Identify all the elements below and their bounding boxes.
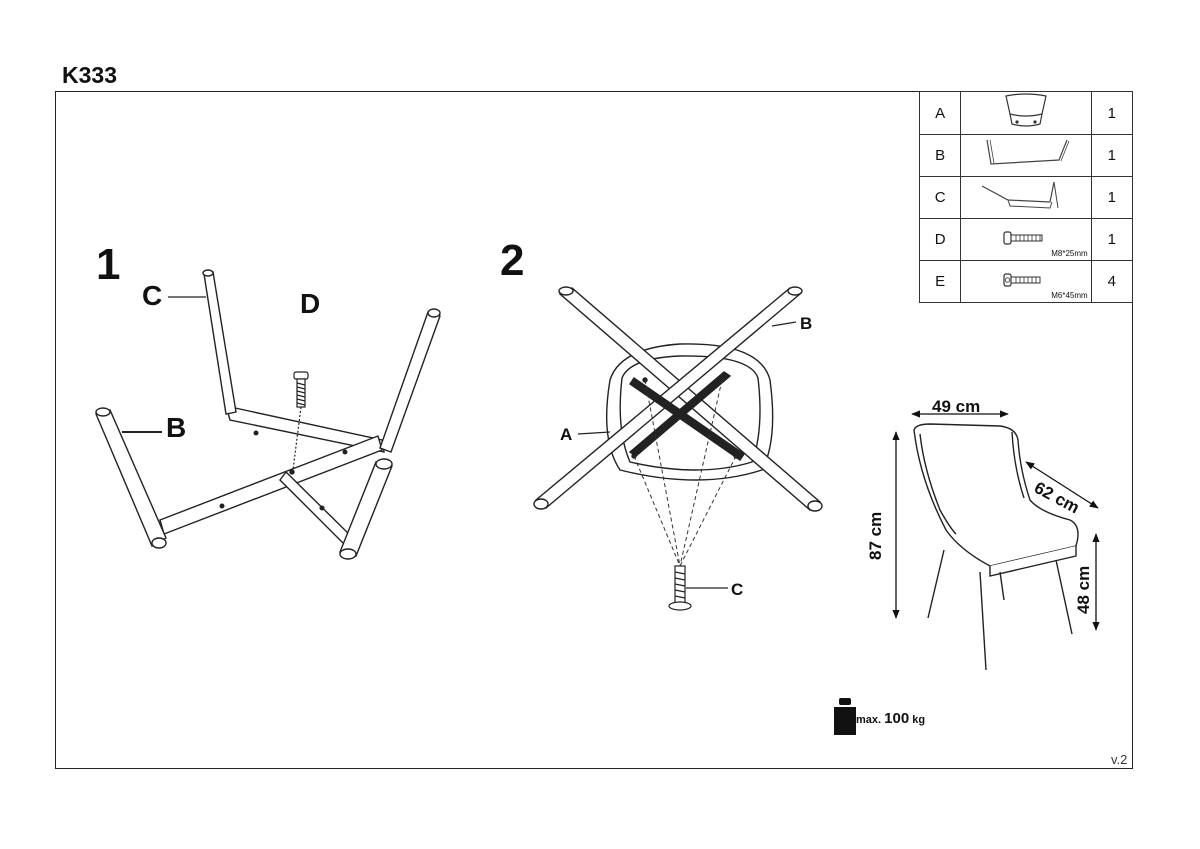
step-1-number: 1	[96, 240, 121, 289]
part-qty: 1	[1090, 218, 1134, 261]
bolt-icon	[1003, 230, 1043, 245]
step2-assembly	[533, 286, 823, 512]
seat-icon	[1005, 93, 1047, 127]
part-qty: 1	[1090, 134, 1134, 177]
document-title: K333	[62, 62, 117, 88]
max-load-prefix: max.	[856, 714, 882, 726]
parts-row-d: D M8*25mm 1	[918, 218, 1134, 261]
weight-icon	[834, 698, 856, 735]
dimension-width: 49 cm	[932, 397, 981, 416]
part-qty: 4	[1090, 260, 1134, 303]
part-qty: 1	[1090, 91, 1134, 135]
dimension-height: 87 cm	[866, 511, 885, 560]
step-2-number: 2	[500, 236, 525, 285]
dimension-arrows	[892, 410, 1100, 631]
step2-label-b: B	[800, 314, 813, 333]
leg-frame-c-icon	[981, 181, 1059, 209]
step1-label-c: C	[142, 280, 163, 311]
part-image-seat	[960, 91, 1092, 135]
bolt-spec: M6*45mm	[1051, 291, 1088, 300]
version-label: v.2	[1111, 752, 1128, 767]
screw-c-drawing	[668, 565, 692, 611]
part-letter: B	[918, 134, 962, 177]
part-image-frame-c	[960, 176, 1092, 219]
bolt-spec: M8*25mm	[1051, 249, 1088, 258]
bolt-d-drawing	[292, 371, 309, 471]
step1-leg-frame	[95, 269, 441, 560]
step2-label-a: A	[560, 425, 573, 444]
step1-label-d: D	[300, 288, 321, 319]
part-letter: E	[918, 260, 962, 303]
step1-label-b: B	[166, 412, 187, 443]
bolt-icon	[1003, 272, 1041, 287]
part-qty: 1	[1090, 176, 1134, 219]
max-load-unit: kg	[912, 714, 926, 726]
instruction-frame	[55, 91, 1133, 769]
leg-frame-b-icon	[986, 139, 1070, 165]
part-letter: D	[918, 218, 962, 261]
max-load: max. 100 kg	[856, 710, 925, 727]
parts-table: A 1 B 1 C 1 D	[918, 91, 1134, 303]
part-image-bolt-d: M8*25mm	[960, 218, 1092, 261]
step2-guide-lines	[633, 379, 737, 567]
max-load-value: 100	[884, 710, 910, 727]
parts-row-e: E M6*45mm 4	[918, 260, 1134, 303]
part-image-bolt-e: M6*45mm	[960, 260, 1092, 303]
chair-dimensions-drawing	[913, 423, 1079, 671]
dimension-seat-height: 48 cm	[1074, 565, 1093, 614]
step2-label-c: C	[731, 580, 744, 599]
